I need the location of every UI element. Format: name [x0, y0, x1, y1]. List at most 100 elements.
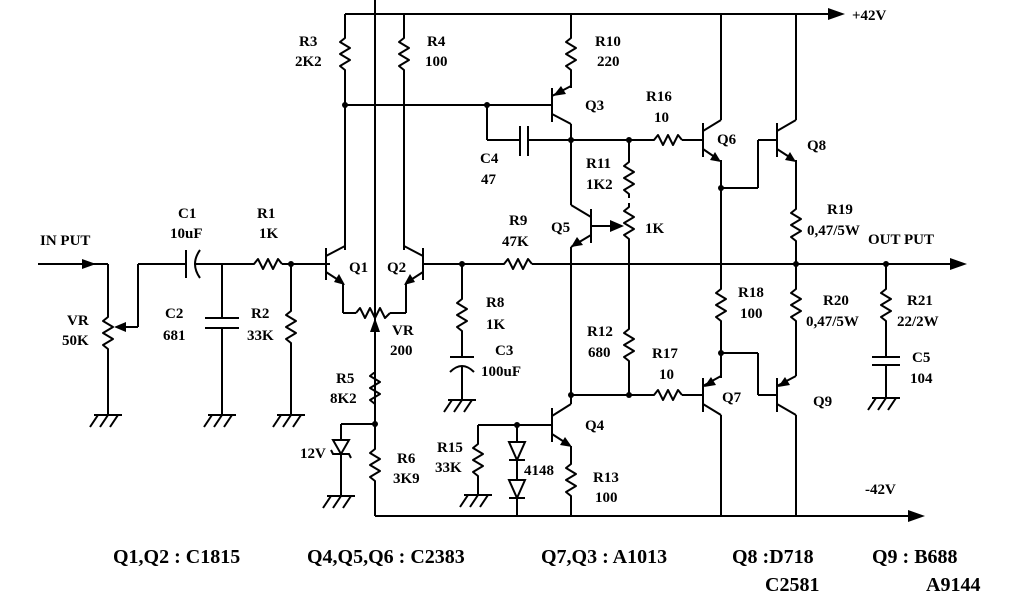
resistor-r15 [459, 425, 493, 508]
legend-q9-alt: A9144 [926, 574, 980, 596]
resistor-r2 [272, 264, 306, 428]
bias-pot-value: 1K [645, 221, 665, 237]
zener-diode [322, 423, 375, 509]
r11-value: 1K2 [586, 177, 613, 193]
c3-value: 100uF [481, 364, 521, 380]
r3-name: R3 [299, 34, 317, 50]
r12-value: 680 [588, 345, 611, 361]
r8-name: R8 [486, 295, 504, 311]
resistor-r6 [369, 444, 381, 516]
c2-value: 681 [163, 328, 186, 344]
r21-name: R21 [907, 293, 933, 309]
vr-bal-name: VR [392, 323, 414, 339]
legend-q7-q3: Q7,Q3 : A1013 [541, 546, 667, 568]
transistor-q5 [570, 204, 624, 395]
r8-value: 1K [486, 317, 506, 333]
c4-name: C4 [480, 151, 499, 167]
c5-value: 104 [910, 371, 933, 387]
transistor-q8 [757, 14, 797, 205]
resistor-r4 [398, 14, 410, 250]
q9-label: Q9 [813, 394, 832, 410]
legend-q1-q2: Q1,Q2 : C1815 [113, 546, 240, 568]
r18-value: 100 [740, 306, 763, 322]
r16-name: R16 [646, 89, 672, 105]
r13-name: R13 [593, 470, 619, 486]
resistor-r17 [649, 389, 703, 401]
r1-value: 1K [259, 226, 279, 242]
r10-value: 220 [597, 54, 620, 70]
r4-name: R4 [427, 34, 446, 50]
q5-label: Q5 [551, 220, 570, 236]
input-arrow [38, 259, 109, 315]
r20-value: 0,47/5W [806, 314, 859, 330]
q7-label: Q7 [722, 390, 742, 406]
r6-value: 3K9 [393, 471, 420, 487]
resistor-r3 [339, 14, 351, 250]
resistor-r13 [565, 459, 577, 516]
input-label: IN PUT [40, 233, 90, 249]
legend-q9: Q9 : B688 [872, 546, 958, 568]
transistor-q4 [478, 395, 572, 460]
transistor-q6 [702, 14, 758, 285]
capacitor-c3 [443, 356, 477, 413]
negative-rail-label: -42V [865, 482, 896, 498]
vr-in-value: 50K [62, 333, 89, 349]
q1-label: Q1 [349, 260, 368, 276]
positive-rail [345, 8, 845, 20]
r20-name: R20 [823, 293, 849, 309]
r10-name: R10 [595, 34, 621, 50]
output-label: OUT PUT [868, 232, 934, 248]
r15-name: R15 [437, 440, 463, 456]
negative-rail [375, 510, 925, 522]
c1-value: 10uF [170, 226, 203, 242]
r6-name: R6 [397, 451, 416, 467]
r16-value: 10 [654, 110, 669, 126]
c2-name: C2 [165, 306, 183, 322]
diode-value: 4148 [524, 463, 554, 479]
r17-name: R17 [652, 346, 678, 362]
transistor-q3 [551, 85, 572, 205]
r5-name: R5 [336, 371, 354, 387]
c5-name: C5 [912, 350, 930, 366]
r11-name: R11 [586, 156, 611, 172]
r17-value: 10 [659, 367, 674, 383]
legend-q8: Q8 :D718 [732, 546, 814, 568]
r9-value: 47K [502, 234, 529, 250]
capacitor-c4 [486, 105, 640, 156]
r5-value: 8K2 [330, 391, 357, 407]
q2-label: Q2 [387, 260, 406, 276]
resistor-r11 [623, 140, 635, 325]
r4-value: 100 [425, 54, 448, 70]
r21-value: 22/2W [897, 314, 939, 330]
r2-value: 33K [247, 328, 274, 344]
capacitor-c1 [138, 249, 250, 279]
resistor-r16 [629, 134, 703, 146]
positive-rail-label: +42V [852, 8, 887, 24]
diodes-4148 [507, 425, 527, 516]
resistor-r5 [369, 0, 381, 445]
vas-base-line [345, 102, 552, 108]
volume-potentiometer [89, 264, 139, 428]
c3-name: C3 [495, 343, 513, 359]
r9-name: R9 [509, 213, 527, 229]
zener-value: 12V [300, 446, 326, 462]
r18-name: R18 [738, 285, 764, 301]
q6-label: Q6 [717, 132, 737, 148]
resistor-r10 [565, 14, 577, 88]
q8-label: Q8 [807, 138, 826, 154]
legend-q8-alt: C2581 [765, 574, 819, 596]
r12-name: R12 [587, 324, 613, 340]
vr-bal-value: 200 [390, 343, 413, 359]
capacitor-c2 [203, 264, 239, 428]
vr-in-name: VR [67, 313, 89, 329]
resistor-r18 [715, 284, 758, 378]
c4-value: 47 [481, 172, 497, 188]
r1-name: R1 [257, 206, 275, 222]
transistor-q1 [325, 245, 346, 313]
legend-q4-q5-q6: Q4,Q5,Q6 : C2383 [307, 546, 465, 568]
q4-label: Q4 [585, 418, 605, 434]
c1-name: C1 [178, 206, 196, 222]
r13-value: 100 [595, 490, 618, 506]
